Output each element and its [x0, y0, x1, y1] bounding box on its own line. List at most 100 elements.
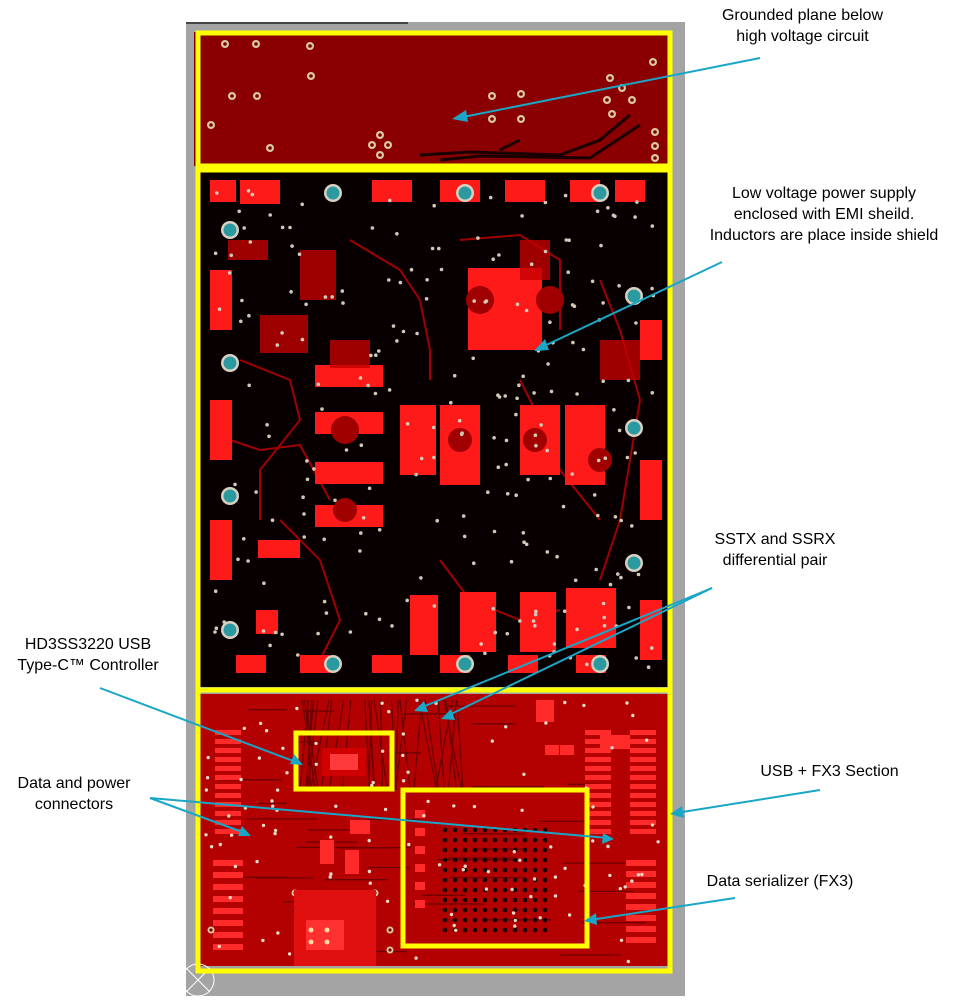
- copper-pad: [240, 180, 280, 204]
- via: [454, 928, 458, 932]
- via-hole: [255, 94, 259, 98]
- via: [297, 252, 302, 256]
- via: [504, 438, 509, 443]
- via: [626, 959, 630, 964]
- trace: [456, 699, 464, 791]
- connector-pin: [585, 784, 611, 789]
- connector-pin: [585, 730, 611, 735]
- bga-ball: [472, 827, 478, 833]
- via: [395, 232, 399, 236]
- via: [329, 835, 333, 839]
- bga-ball: [472, 847, 478, 853]
- bga-ball: [532, 857, 538, 863]
- via: [316, 631, 320, 636]
- via-hole: [378, 133, 382, 137]
- via: [601, 379, 605, 384]
- via: [490, 739, 494, 743]
- connector-pin: [215, 784, 241, 789]
- bga-ball: [522, 847, 528, 853]
- mounting-hole: [223, 223, 237, 237]
- trace: [418, 699, 438, 791]
- via: [432, 455, 436, 460]
- via: [228, 895, 232, 900]
- via: [385, 899, 390, 903]
- connector-pin: [215, 739, 241, 744]
- copper-pad: [210, 270, 232, 330]
- via: [322, 599, 327, 604]
- via: [264, 729, 269, 733]
- via: [275, 343, 280, 347]
- bga-ball: [492, 917, 498, 923]
- bga-ball: [492, 837, 498, 843]
- via: [206, 755, 210, 760]
- bga-ball: [522, 907, 528, 913]
- bga-ball: [492, 847, 498, 853]
- copper-pour: [300, 250, 336, 300]
- leader-usb-fx3: [675, 789, 821, 814]
- via: [510, 887, 514, 892]
- via: [618, 886, 622, 891]
- via: [314, 741, 318, 746]
- mounting-hole: [223, 356, 237, 370]
- via: [248, 240, 253, 244]
- connector-pin: [630, 766, 656, 771]
- via: [553, 894, 558, 898]
- leader-hd3ss3220: [99, 687, 297, 763]
- trace: [303, 699, 319, 791]
- via: [573, 578, 578, 583]
- via: [227, 814, 231, 818]
- via: [612, 408, 616, 412]
- via: [409, 267, 414, 272]
- bga-ball: [492, 867, 498, 873]
- connector-pin: [215, 829, 241, 834]
- via: [513, 924, 517, 928]
- via: [563, 700, 567, 705]
- connector-pin: [585, 793, 611, 798]
- connector-pin: [215, 793, 241, 798]
- via: [602, 615, 606, 620]
- connector-pin: [630, 730, 656, 735]
- connector-pin: [585, 829, 611, 834]
- via: [387, 388, 392, 392]
- copper-pad: [372, 180, 412, 202]
- via: [650, 391, 655, 395]
- via: [388, 198, 392, 203]
- via: [505, 631, 510, 636]
- via: [370, 783, 374, 788]
- bga-ball: [452, 857, 458, 863]
- component-pad: [350, 820, 370, 834]
- via: [435, 518, 440, 523]
- bga-ball: [462, 907, 468, 913]
- via: [302, 535, 307, 539]
- via: [419, 576, 423, 580]
- bga-ball: [502, 917, 508, 923]
- connector-pin: [213, 860, 243, 866]
- via: [240, 298, 244, 303]
- via: [509, 559, 514, 564]
- bga-ball: [482, 927, 488, 933]
- via: [275, 788, 280, 792]
- bga-ball: [512, 897, 518, 903]
- copper-pour: [260, 315, 308, 353]
- bga-ball: [542, 827, 548, 833]
- bga-ball: [442, 827, 448, 833]
- via: [213, 589, 218, 593]
- via: [367, 486, 372, 491]
- via: [426, 799, 430, 804]
- via: [391, 324, 396, 328]
- via: [484, 887, 489, 891]
- bga-ball: [532, 837, 538, 843]
- via: [254, 490, 258, 494]
- via: [492, 436, 496, 440]
- via: [532, 391, 536, 395]
- bga-ball: [492, 877, 498, 883]
- via: [262, 581, 266, 585]
- via: [333, 498, 337, 503]
- copper-pad: [315, 365, 383, 387]
- via: [322, 537, 327, 542]
- via: [302, 512, 306, 516]
- connector-pin: [630, 829, 656, 834]
- via: [619, 938, 624, 942]
- leader-grounded-plane: [457, 57, 761, 119]
- bga-ball: [482, 867, 488, 873]
